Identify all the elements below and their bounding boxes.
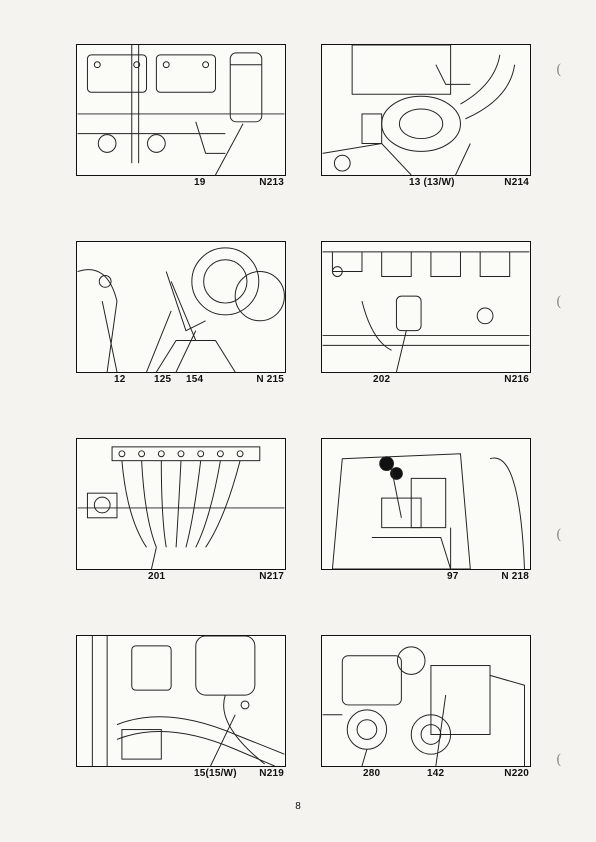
callout-label: 125 xyxy=(154,374,172,385)
figure-number: N 218 xyxy=(501,571,529,582)
engine-side-illustration xyxy=(76,241,286,373)
figure-number: N 215 xyxy=(256,374,284,385)
hydraulic-block-illustration xyxy=(321,635,531,767)
callout-label: 154 xyxy=(186,374,204,385)
callout-label: 280 xyxy=(363,768,381,779)
figure-number: N216 xyxy=(504,374,529,385)
figure-n219: 15(15/W) N219 xyxy=(76,635,286,779)
margin-mark: ( xyxy=(556,294,562,310)
callout-label: 97 xyxy=(447,571,459,582)
figure-n215: 12 125 154 N 215 xyxy=(76,241,286,385)
callout-label: 12 xyxy=(114,374,126,385)
page-number: 8 xyxy=(295,801,301,812)
figure-number: N219 xyxy=(259,768,284,779)
margin-mark: ( xyxy=(556,752,562,768)
figure-n214: 13 (13/W) N214 xyxy=(321,44,531,188)
margin-mark: ( xyxy=(556,62,562,78)
turbo-illustration xyxy=(321,44,531,176)
gearbox-illustration xyxy=(321,438,531,570)
callout-label: 142 xyxy=(427,768,445,779)
figure-n216: 202 N216 xyxy=(321,241,531,385)
figure-n218: 97 N 218 xyxy=(321,438,531,582)
callout-label: 201 xyxy=(148,571,166,582)
figure-number: N220 xyxy=(504,768,529,779)
figure-number: N217 xyxy=(259,571,284,582)
engine-illustration xyxy=(76,44,286,176)
callout-label: 202 xyxy=(373,374,391,385)
callout-label: 19 xyxy=(194,177,206,188)
manifold-illustration xyxy=(321,241,531,373)
figure-n220: 280 142 N220 xyxy=(321,635,531,779)
figure-n213: 19 N213 xyxy=(76,44,286,188)
figure-number: N214 xyxy=(504,177,529,188)
callout-label: 13 (13/W) xyxy=(409,177,455,188)
callout-label: 15(15/W) xyxy=(194,768,237,779)
margin-mark: ( xyxy=(556,527,562,543)
injection-pipes-illustration xyxy=(76,438,286,570)
figure-n217: 201 N217 xyxy=(76,438,286,582)
hoses-illustration xyxy=(76,635,286,767)
figure-number: N213 xyxy=(259,177,284,188)
